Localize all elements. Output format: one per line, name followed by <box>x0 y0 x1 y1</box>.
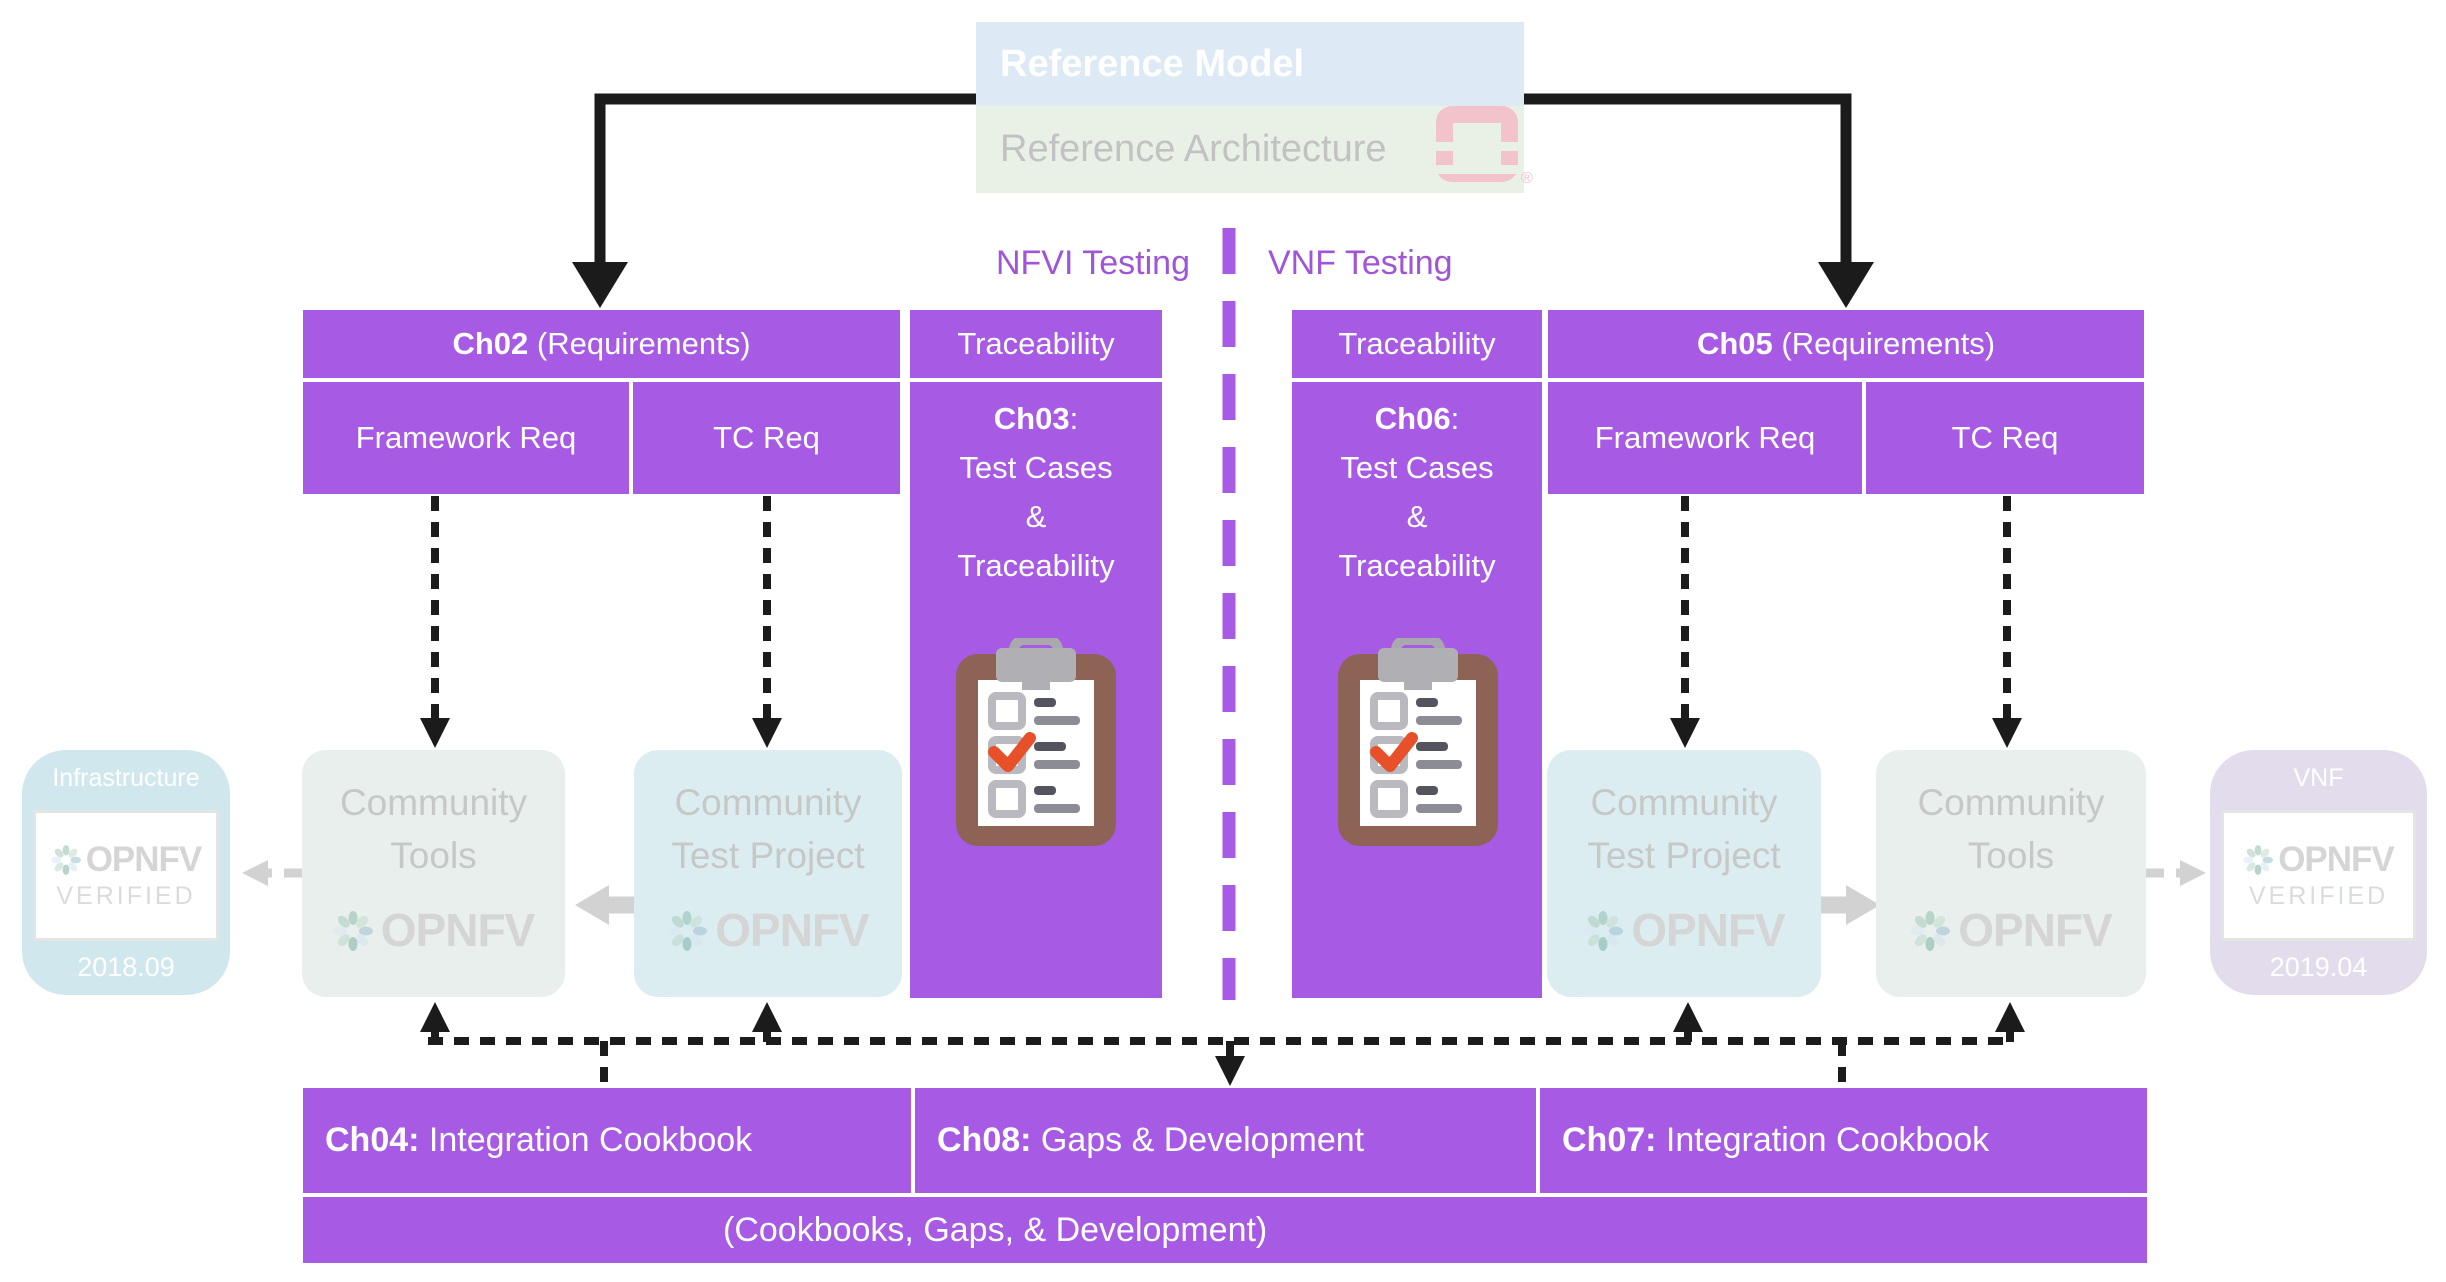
ch03-title: Ch03: <box>993 401 1079 436</box>
badge-panel: OPNFV VERIFIED <box>33 810 219 941</box>
checklist-clipboard-icon <box>956 638 1116 846</box>
badge-top-label: VNF <box>2293 764 2344 792</box>
badge-date-label: 2018.09 <box>77 952 175 982</box>
opnfv-flower-icon <box>50 845 81 875</box>
opnfv-wordmark: OPNFV <box>2278 840 2395 879</box>
reference-stack: Reference Model Reference Architecture ® <box>976 22 1533 193</box>
cookbooks-gaps-development-bar: (Cookbooks, Gaps, & Development) <box>303 1197 2147 1263</box>
ch08-cell: Ch08: Gaps & Development <box>915 1088 1536 1193</box>
opnfv-wordmark: OPNFV <box>1631 904 1785 956</box>
opnfv-verified-badge-vnf: VNF OPNFV VERIFIED <box>2210 750 2427 995</box>
opnfv-flower-icon <box>1910 910 1951 951</box>
test-project-label: Test Project <box>671 835 865 876</box>
ch06-traceability-header: Traceability <box>1292 310 1542 378</box>
community-tools-box-right: Community Tools OPNFV <box>1876 750 2146 997</box>
framework-req-label: Framework Req <box>1594 420 1816 455</box>
opnfv-flower-icon <box>1583 910 1624 951</box>
tc-req-label: TC Req <box>1951 420 2059 455</box>
openstack-icon-stripe <box>1436 165 1518 174</box>
ch03-line-traceability: Traceability <box>957 548 1115 583</box>
opnfv-wordmark: OPNFV <box>85 840 203 879</box>
ch05-title: Ch05 (Requirements) <box>1696 326 1996 361</box>
cookbooks-footer-label: (Cookbooks, Gaps, & Development) <box>723 1210 1268 1249</box>
community-label: Community <box>674 782 862 823</box>
ch06-line-traceability: Traceability <box>1338 548 1496 583</box>
vnf-testing-text: VNF Testing <box>1268 243 1453 282</box>
reference-architecture-label: Reference Architecture <box>1000 128 1387 170</box>
ch07-cell: Ch07: Integration Cookbook <box>1540 1088 2147 1193</box>
ch07-title: Ch07: Integration Cookbook <box>1562 1121 1990 1159</box>
arrowhead-to-ch05 <box>1818 262 1874 308</box>
ch04-cell: Ch04: Integration Cookbook <box>303 1088 911 1193</box>
ch02-header: Ch02 (Requirements) <box>303 310 900 378</box>
badge-top-label: Infrastructure <box>52 764 200 792</box>
community-tools-box-left: Community Tools OPNFV <box>302 750 565 997</box>
community-label: Community <box>1917 782 2105 823</box>
opnfv-logo: OPNFV <box>667 904 870 957</box>
traceability-label: Traceability <box>1338 326 1496 361</box>
ch03-line-amp: & <box>1025 499 1047 534</box>
opnfv-flower-icon <box>667 910 708 951</box>
ch06-title: Ch06: <box>1374 401 1460 436</box>
ch03-line-test-cases: Test Cases <box>959 450 1113 485</box>
ch06-line-test-cases: Test Cases <box>1340 450 1494 485</box>
openstack-icon-stripe <box>1436 142 1518 151</box>
test-project-label: Test Project <box>1587 835 1781 876</box>
opnfv-wordmark: OPNFV <box>380 904 535 956</box>
nfvi-testing-label: NFVI Testing <box>890 243 1190 283</box>
badge-panel: OPNFV VERIFIED <box>2221 810 2416 941</box>
community-label: Community <box>1590 782 1778 823</box>
tc-req-label: TC Req <box>713 420 820 455</box>
community-label: Community <box>339 782 528 823</box>
arrowhead-to-ch02 <box>572 262 628 308</box>
community-test-project-box-left: Community Test Project OPNFV <box>634 750 902 997</box>
reference-model-band: Reference Model <box>976 22 1524 106</box>
opnfv-logo: OPNFV <box>1910 904 2113 957</box>
ch04-title: Ch04: Integration Cookbook <box>325 1121 753 1159</box>
ch02-title: Ch02 (Requirements) <box>452 326 751 361</box>
registered-mark: ® <box>1521 170 1533 187</box>
vnf-testing-label: VNF Testing <box>1268 243 1568 283</box>
ch05-framework-req-cell: Framework Req <box>1548 382 1862 494</box>
verified-label: VERIFIED <box>2248 882 2389 910</box>
opnfv-logo: OPNFV <box>332 904 535 957</box>
opnfv-logo: OPNFV <box>2243 840 2395 880</box>
opnfv-flower-icon <box>2243 845 2274 875</box>
opnfv-logo: OPNFV <box>50 840 203 880</box>
tools-label: Tools <box>1967 835 2055 876</box>
ch03-traceability-header: Traceability <box>910 310 1162 378</box>
opnfv-logo: OPNFV <box>1583 904 1786 957</box>
ch05-header: Ch05 (Requirements) <box>1548 310 2144 378</box>
badge-date-label: 2019.04 <box>2269 952 2368 982</box>
framework-req-label: Framework Req <box>355 420 577 455</box>
reference-architecture-band: Reference Architecture <box>976 106 1524 193</box>
ch06-line-amp: & <box>1406 499 1428 534</box>
openstack-icon <box>1436 106 1518 182</box>
ch08-title: Ch08: Gaps & Development <box>937 1121 1365 1159</box>
opnfv-flower-icon <box>332 910 373 951</box>
opnfv-wordmark: OPNFV <box>715 904 869 956</box>
verified-label: VERIFIED <box>56 882 196 910</box>
community-test-project-box-right: Community Test Project OPNFV <box>1547 750 1821 997</box>
ch02-framework-req-cell: Framework Req <box>303 382 629 494</box>
opnfv-wordmark: OPNFV <box>1958 904 2112 956</box>
ch05-tc-req-cell: TC Req <box>1866 382 2144 494</box>
ch02-tc-req-cell: TC Req <box>633 382 900 494</box>
opnfv-verified-badge-infrastructure: Infrastructure OPNFV VE <box>22 750 230 995</box>
traceability-label: Traceability <box>957 326 1115 361</box>
tools-label: Tools <box>390 835 477 876</box>
reference-model-label: Reference Model <box>1000 42 1305 85</box>
checklist-clipboard-icon <box>1338 638 1498 846</box>
nfvi-testing-text: NFVI Testing <box>995 243 1190 282</box>
